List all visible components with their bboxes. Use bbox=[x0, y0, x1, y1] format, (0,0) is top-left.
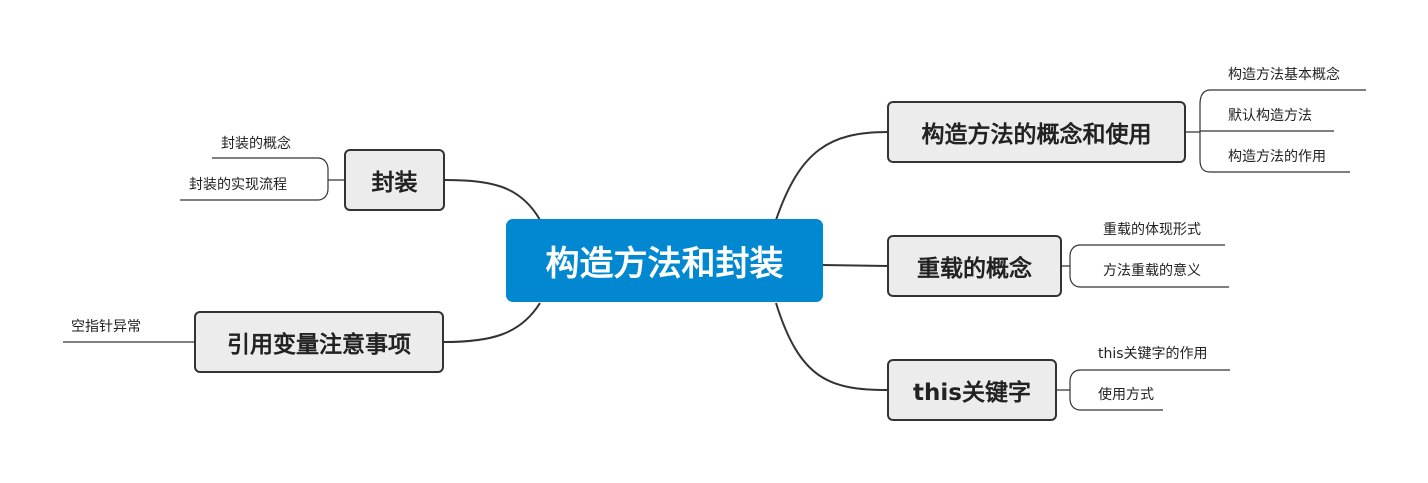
link-central-to-this bbox=[775, 302, 889, 391]
topic-overload-label: 重载的概念 bbox=[917, 256, 1032, 282]
branch-overload-children bbox=[1061, 244, 1081, 288]
subtopic-default-constructor[interactable]: 默认构造方法 bbox=[1228, 108, 1312, 124]
topic-encapsulation-label: 封装 bbox=[371, 170, 418, 196]
topic-encapsulation[interactable]: 封装 bbox=[344, 149, 445, 211]
topic-this-keyword-label: this关键字 bbox=[913, 380, 1031, 406]
link-central-to-encapsulation bbox=[443, 179, 541, 221]
subtopic-this-usage[interactable]: 使用方式 bbox=[1098, 387, 1154, 403]
branch-encapsulation-children bbox=[317, 157, 345, 201]
subtopic-null-pointer[interactable]: 空指针异常 bbox=[71, 319, 141, 335]
branch-constructor-children bbox=[1186, 89, 1211, 173]
branch-this-children bbox=[1056, 369, 1081, 411]
central-topic-label: 构造方法和封装 bbox=[545, 244, 784, 284]
topic-constructor[interactable]: 构造方法的概念和使用 bbox=[887, 101, 1186, 163]
subtopic-overload-forms[interactable]: 重载的体现形式 bbox=[1103, 222, 1201, 238]
link-central-to-overload bbox=[821, 264, 889, 267]
subtopic-encapsulation-concept[interactable]: 封装的概念 bbox=[221, 136, 291, 152]
subtopic-constructor-basic[interactable]: 构造方法基本概念 bbox=[1228, 67, 1340, 83]
central-topic[interactable]: 构造方法和封装 bbox=[506, 219, 823, 302]
subtopic-this-purpose[interactable]: this关键字的作用 bbox=[1098, 346, 1208, 362]
topic-this-keyword[interactable]: this关键字 bbox=[887, 359, 1057, 421]
subtopic-overload-meaning[interactable]: 方法重载的意义 bbox=[1103, 263, 1201, 279]
topic-reference-variables-label: 引用变量注意事项 bbox=[227, 332, 411, 358]
link-central-to-constructor bbox=[775, 131, 889, 221]
topic-constructor-label: 构造方法的概念和使用 bbox=[921, 122, 1152, 148]
subtopic-encapsulation-process[interactable]: 封装的实现流程 bbox=[189, 177, 287, 193]
link-central-to-reference bbox=[443, 302, 541, 343]
topic-overload[interactable]: 重载的概念 bbox=[887, 235, 1062, 297]
subtopic-constructor-purpose[interactable]: 构造方法的作用 bbox=[1228, 149, 1326, 165]
topic-reference-variables[interactable]: 引用变量注意事项 bbox=[194, 311, 444, 373]
